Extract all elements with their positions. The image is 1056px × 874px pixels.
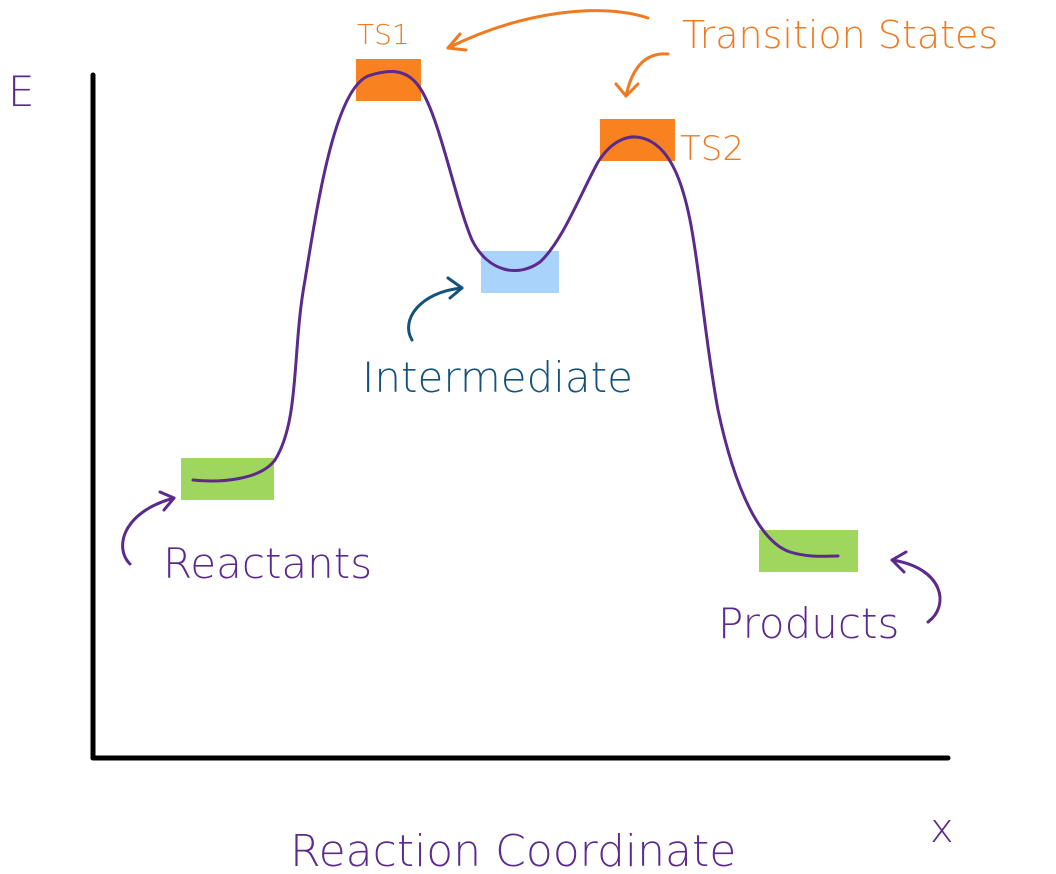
arrow-to-ts2 (614, 52, 670, 98)
products-label: Products (718, 599, 899, 648)
arrow-to-products (890, 550, 942, 624)
arrow-to-reactants (121, 490, 176, 566)
arrow-to-ts1 (446, 9, 650, 52)
products-box (759, 530, 858, 572)
reactants-label: Reactants (163, 539, 372, 588)
intermediate-label: Intermediate (362, 353, 633, 402)
ts2-box (600, 119, 675, 161)
intermediate-box (481, 251, 559, 293)
ts1-label: TS1 (357, 18, 410, 51)
energy-axis-label: E (8, 67, 35, 116)
arrow-to-intermediate (407, 276, 464, 342)
reaction-coordinate-label: Reaction Coordinate (290, 826, 736, 874)
ts1-box (356, 59, 421, 101)
energy-curve (191, 70, 840, 558)
transition-states-label: Transition States (682, 13, 998, 57)
ts2-label: TS2 (680, 129, 744, 169)
x-axis-symbol: x (930, 806, 954, 852)
